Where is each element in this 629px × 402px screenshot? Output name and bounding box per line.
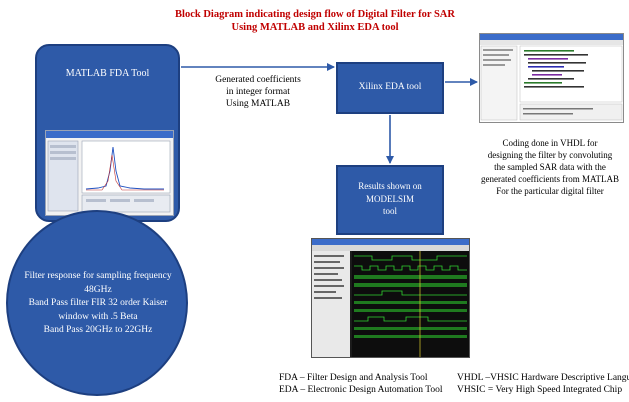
filter-info-line-3: Band Pass filter FIR 32 order Kaiser	[28, 298, 168, 308]
xilinx-eda-label: Xilinx EDA tool	[358, 82, 422, 92]
modelsim-label-line-3: tool	[382, 206, 397, 216]
abbreviations-right: VHDL –VHSIC Hardware Descriptive Languag…	[457, 372, 629, 396]
abbr-vhdl: VHDL –VHSIC Hardware Descriptive Languag…	[457, 373, 629, 383]
filter-info-line-5: Band Pass 20GHz to 22GHz	[43, 325, 153, 335]
generated-coefficients-label: Generated coefficients in integer format…	[198, 74, 318, 110]
title-line-2: Using MATLAB and Xilinx EDA tool	[231, 22, 399, 33]
abbr-vhsic: VHSIC = Very High Speed Integrated Chip	[457, 385, 623, 395]
xilinx-screenshot	[479, 33, 624, 123]
modelsim-label-line-2: MODELSIM	[365, 193, 414, 204]
modelsim-label: Results shown on MODELSIM tool	[338, 180, 442, 218]
modelsim-label-line-1: Results shown on	[358, 181, 422, 191]
generated-line-3: Using MATLAB	[225, 99, 291, 109]
abbr-fda: FDA – Filter Design and Analysis Tool	[279, 373, 428, 383]
matlab-fda-screenshot	[45, 130, 174, 216]
filter-info-line-1: Filter response for sampling frequency	[24, 271, 172, 281]
diagram-title: Block Diagram indicating design flow of …	[150, 8, 480, 34]
generated-line-2: in integer format	[226, 87, 290, 97]
matlab-fda-box: MATLAB FDA Tool	[35, 44, 180, 222]
modelsim-box: Results shown on MODELSIM tool	[336, 165, 444, 235]
filter-info-line-4: window with .5 Beta	[58, 311, 138, 322]
filter-info-line-2: 48GHz	[84, 284, 112, 295]
matlab-fda-label: MATLAB FDA Tool	[65, 68, 150, 79]
coding-note-line-4: generated coefficients from MATLAB	[480, 174, 620, 184]
modelsim-waveform-screenshot	[311, 238, 470, 358]
abbreviations-left: FDA – Filter Design and Analysis Tool ED…	[279, 372, 443, 396]
vhdl-coding-note: Coding done in VHDL for designing the fi…	[470, 137, 629, 197]
coding-note-line-2: designing the filter by convoluting	[487, 150, 613, 160]
title-line-1: Block Diagram indicating design flow of …	[175, 9, 455, 20]
filter-info-text: Filter response for sampling frequency 4…	[24, 270, 172, 338]
generated-line-1: Generated coefficients	[215, 75, 301, 85]
coding-note-line-1: Coding done in VHDL for	[502, 138, 598, 148]
filter-info-ellipse: Filter response for sampling frequency 4…	[6, 210, 188, 396]
coding-note-line-3: the sampled SAR data with the	[494, 162, 606, 172]
xilinx-eda-box: Xilinx EDA tool	[336, 62, 444, 114]
coding-note-line-5: For the particular digital filter	[496, 186, 604, 196]
abbr-eda: EDA – Electronic Design Automation Tool	[279, 385, 443, 395]
